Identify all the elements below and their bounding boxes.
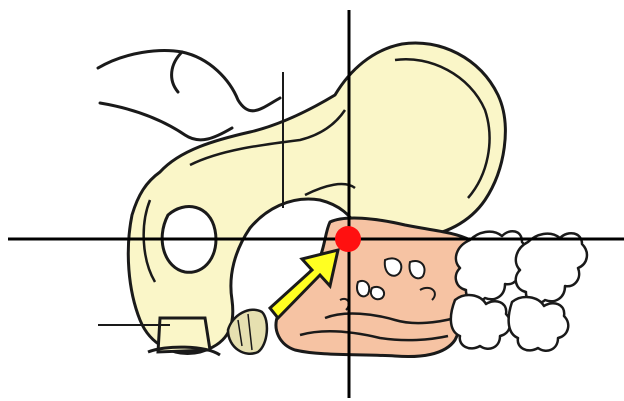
sacral-foramen-4	[371, 287, 384, 299]
femur-shaft-outline	[98, 51, 280, 140]
vertebra-2	[516, 233, 587, 303]
vertebra-4	[509, 297, 569, 351]
vertebra-3	[451, 295, 510, 349]
sacral-foramen-1	[385, 258, 402, 275]
lumbar-vertebrae	[451, 231, 587, 351]
sacral-foramen-2	[409, 261, 424, 278]
red-dot-icon	[335, 226, 361, 252]
sacral-foramen-3	[357, 281, 369, 296]
